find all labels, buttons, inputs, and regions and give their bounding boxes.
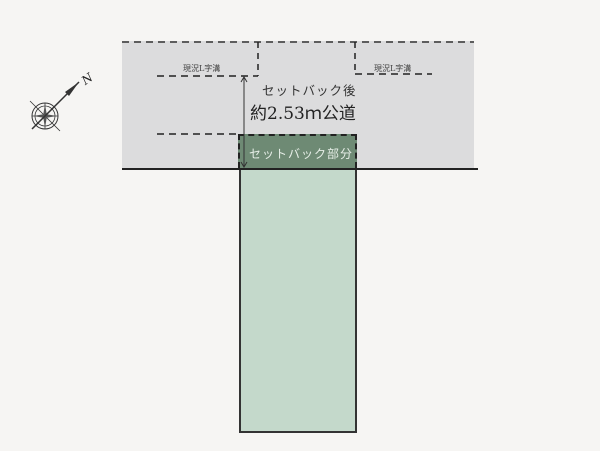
road-boundary-line <box>122 168 478 170</box>
left-gutter-label: 現況L字溝 <box>183 64 221 73</box>
setback-label: セットバック部分 <box>249 147 354 161</box>
road-label-line2: 約2.53ｍ公道 <box>250 104 356 124</box>
property-lot <box>239 170 357 433</box>
road-label-line1: セットバック後 <box>262 83 357 98</box>
right-gutter-label: 現況L字溝 <box>374 64 412 73</box>
compass-rose-icon <box>29 81 80 132</box>
setback-area <box>238 134 357 168</box>
